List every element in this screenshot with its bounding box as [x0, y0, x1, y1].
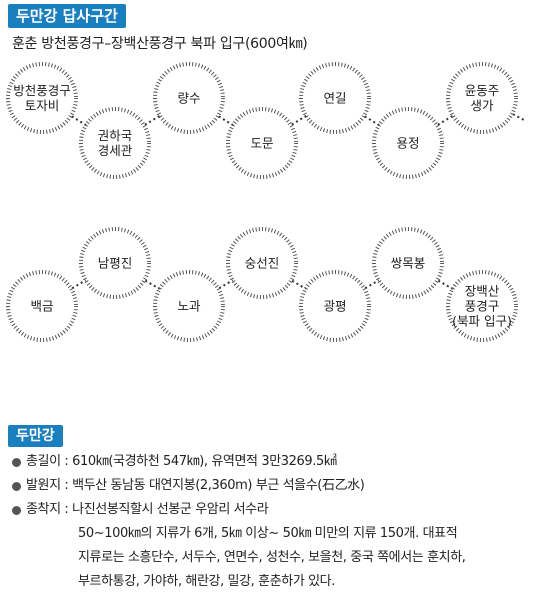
route-node-label: 풍경구 — [465, 299, 500, 314]
info-end-label: 종착지 : — [26, 502, 69, 517]
route-node-label: 량수 — [177, 91, 200, 106]
route-node-circle — [226, 107, 298, 179]
route-node-circle — [226, 227, 298, 299]
route-node: 장백산풍경구(북파 입구) — [446, 270, 518, 342]
route-node-circle — [299, 62, 371, 134]
info-length-label: 총길이 : — [26, 454, 69, 469]
route-node: 노과 — [153, 270, 225, 342]
route-node-label: 연길 — [323, 91, 346, 106]
info-end: 종착지 : 나진선봉직할시 선봉군 우암리 서수라 — [12, 498, 534, 522]
route-node-label: 생가 — [470, 98, 494, 113]
route-node-label: 경세관 — [98, 143, 133, 158]
route-node-label: 방천풍경구 — [13, 83, 71, 98]
route-node-label: 장백산 — [465, 284, 500, 299]
info-length: 총길이 : 610㎞(국경하천 547㎞), 유역면적 3만3269.5㎢ — [12, 450, 534, 474]
route-node-circle — [6, 270, 78, 342]
route-node: 량수 — [153, 62, 225, 134]
route-node-circle — [6, 62, 78, 134]
route-node-circle — [372, 227, 444, 299]
route-node-label: 토자비 — [25, 98, 60, 113]
route-node: 도문 — [226, 107, 298, 179]
route-node: 남평진 — [79, 227, 151, 299]
route-node-circle — [79, 227, 151, 299]
info-desc-line: 부르하통강, 가야하, 해란강, 밀강, 훈춘하가 있다. — [78, 574, 335, 589]
route-node-label: 노과 — [177, 299, 201, 314]
route-diagram: 방천풍경구토자비권하국경세관량수도문연길용정윤동주생가백금남평진노과숭선진광평쌍… — [6, 62, 525, 342]
section-title-info: 두만강 — [8, 425, 63, 447]
route-node: 숭선진 — [226, 227, 298, 299]
route-node: 광평 — [299, 270, 371, 342]
route-node: 쌍목봉 — [372, 227, 444, 299]
route-node-label: (북파 입구) — [452, 314, 512, 329]
route-nodes: 방천풍경구토자비권하국경세관량수도문연길용정윤동주생가백금남평진노과숭선진광평쌍… — [6, 62, 518, 342]
route-node-label: 백금 — [30, 299, 53, 314]
route-node-label: 남평진 — [98, 256, 133, 271]
info-source: 발원지 : 백두산 동남동 대연지봉(2,360m) 부근 석을수(石乙水) — [12, 474, 534, 498]
route-node-circle — [446, 62, 518, 134]
route-node-circle — [79, 107, 151, 179]
river-info: 총길이 : 610㎞(국경하천 547㎞), 유역면적 3만3269.5㎢ 발원… — [12, 450, 534, 594]
route-node: 용정 — [372, 107, 444, 179]
info-source-label: 발원지 : — [26, 478, 69, 493]
route-node-label: 도문 — [250, 136, 273, 151]
route-node-label: 광평 — [323, 299, 346, 314]
info-end-value: 나진선봉직할시 선봉군 우암리 서수라 — [72, 502, 269, 517]
route-node-circle — [299, 270, 371, 342]
route-node-label: 쌍목봉 — [391, 256, 426, 271]
info-source-value: 백두산 동남동 대연지봉(2,360m) 부근 석을수(石乙水) — [72, 478, 365, 493]
section-title-route: 두만강 답사구간 — [8, 4, 126, 28]
route-node: 연길 — [299, 62, 371, 134]
route-subtitle: 훈춘 방천풍경구–장백산풍경구 북파 입구(600여㎞) — [12, 36, 308, 52]
route-node-circle — [446, 270, 518, 342]
route-node-label: 숭선진 — [245, 256, 280, 271]
info-desc-line: 50~100㎞의 지류가 6개, 5㎞ 이상~ 50㎞ 미만의 지류 150개.… — [78, 526, 458, 541]
route-node-label: 권하국 — [98, 128, 133, 143]
route-node-label: 윤동주 — [465, 83, 500, 98]
route-node-circle — [153, 270, 225, 342]
route-node: 백금 — [6, 270, 78, 342]
route-node-circle — [153, 62, 225, 134]
info-length-value: 610㎞(국경하천 547㎞), 유역면적 3만3269.5㎢ — [72, 454, 337, 469]
info-desc-line: 지류로는 소흥단수, 서두수, 연면수, 성천수, 보을천, 중국 쪽에서는 훈… — [78, 550, 466, 565]
route-node-label: 용정 — [396, 136, 419, 151]
route-node-circle — [372, 107, 444, 179]
